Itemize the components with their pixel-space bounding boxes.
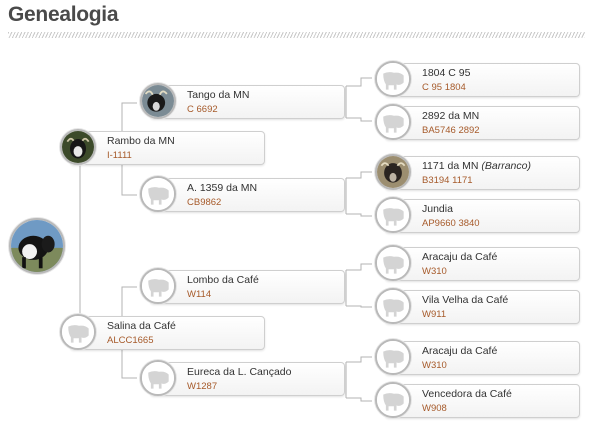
maternal-granddam-name: Eureca da L. Cançado — [187, 366, 292, 378]
ggp-name: 1804 C 95 — [422, 67, 471, 79]
ggp-registration: B3194 1171 — [422, 175, 473, 186]
cow-placeholder-icon — [142, 178, 174, 210]
sire-card[interactable]: Rambo da MN I-1111 — [70, 131, 265, 165]
sire-photo[interactable] — [60, 129, 96, 165]
cow-placeholder-icon — [377, 290, 409, 322]
cow-placeholder-icon — [377, 341, 409, 373]
paternal-grandsire-registration: C 6692 — [187, 104, 218, 115]
maternal-granddam-card[interactable]: Eureca da L. Cançado W1287 — [150, 362, 345, 396]
ggp-name: Vila Velha da Café — [422, 294, 509, 306]
dam-registration: ALCC1665 — [107, 335, 154, 346]
maternal-grandsire-photo[interactable] — [140, 268, 176, 304]
paternal-granddam-card[interactable]: A. 1359 da MN CB9862 — [150, 178, 345, 212]
page-title: Genealogia — [8, 3, 119, 26]
ggp-photo-6[interactable] — [375, 288, 411, 324]
paternal-grandsire-photo[interactable] — [140, 83, 176, 119]
ggp-card-5[interactable]: Aracaju da Café W310 — [385, 247, 580, 281]
ggp-card-6[interactable]: Vila Velha da Café W911 — [385, 290, 580, 324]
subject-photo[interactable] — [9, 218, 65, 274]
paternal-grandsire-card[interactable]: Tango da MN C 6692 — [150, 85, 345, 119]
paternal-granddam-photo[interactable] — [140, 176, 176, 212]
ggp-photo-4[interactable] — [375, 197, 411, 233]
ggp-card-7[interactable]: Aracaju da Café W310 — [385, 341, 580, 375]
ggp-name: 1171 da MN (Barranco) — [422, 160, 531, 172]
ggp-name: 2892 da MN — [422, 110, 480, 122]
paternal-granddam-registration: CB9862 — [187, 197, 222, 208]
ggp-registration: AP9660 3840 — [422, 218, 480, 229]
ggp-photo-5[interactable] — [375, 245, 411, 281]
ggp-name: Aracaju da Café — [422, 345, 498, 357]
ggp-photo-8[interactable] — [375, 382, 411, 418]
ggp-registration: W310 — [422, 360, 447, 371]
ggp-card-4[interactable]: Jundia AP9660 3840 — [385, 199, 580, 233]
cattle-photo-icon — [62, 131, 94, 163]
maternal-grandsire-card[interactable]: Lombo da Café W114 — [150, 270, 345, 304]
cow-placeholder-icon — [377, 199, 409, 231]
title-divider — [8, 32, 585, 38]
ggp-card-2[interactable]: 2892 da MN BA5746 2892 — [385, 106, 580, 140]
ggp-photo-2[interactable] — [375, 104, 411, 140]
dam-name: Salina da Café — [107, 320, 176, 332]
ggp-photo-3[interactable] — [375, 154, 411, 190]
cow-placeholder-icon — [62, 316, 94, 348]
ggp-name-note: (Barranco) — [481, 160, 531, 172]
ggp-name: Vencedora da Café — [422, 388, 512, 400]
ggp-card-8[interactable]: Vencedora da Café W908 — [385, 384, 580, 418]
maternal-granddam-registration: W1287 — [187, 381, 218, 392]
paternal-grandsire-name: Tango da MN — [187, 89, 250, 101]
ggp-registration: C 95 1804 — [422, 82, 466, 93]
ggp-card-3[interactable]: 1171 da MN (Barranco) B3194 1171 — [385, 156, 580, 190]
cow-placeholder-icon — [377, 106, 409, 138]
dam-photo[interactable] — [60, 314, 96, 350]
cattle-photo-icon — [377, 156, 409, 188]
maternal-grandsire-name: Lombo da Café — [187, 274, 259, 286]
cow-placeholder-icon — [377, 247, 409, 279]
ggp-registration: W908 — [422, 403, 447, 414]
ggp-photo-1[interactable] — [375, 61, 411, 97]
ggp-registration: W310 — [422, 266, 447, 277]
dam-card[interactable]: Salina da Café ALCC1665 — [70, 316, 265, 350]
sire-registration: I-1111 — [107, 150, 132, 161]
ggp-name: Jundia — [422, 203, 453, 215]
cow-placeholder-icon — [142, 270, 174, 302]
ggp-name: Aracaju da Café — [422, 251, 498, 263]
cow-placeholder-icon — [377, 63, 409, 95]
sire-name: Rambo da MN — [107, 135, 175, 147]
maternal-granddam-photo[interactable] — [140, 360, 176, 396]
cow-placeholder-icon — [377, 384, 409, 416]
cattle-photo-icon — [142, 85, 174, 117]
maternal-grandsire-registration: W114 — [187, 289, 212, 300]
ggp-photo-7[interactable] — [375, 339, 411, 375]
cow-placeholder-icon — [142, 362, 174, 394]
cattle-photo-icon — [11, 220, 63, 272]
ggp-registration: BA5746 2892 — [422, 125, 480, 136]
paternal-granddam-name: A. 1359 da MN — [187, 182, 258, 194]
ggp-registration: W911 — [422, 309, 447, 320]
ggp-card-1[interactable]: 1804 C 95 C 95 1804 — [385, 63, 580, 97]
